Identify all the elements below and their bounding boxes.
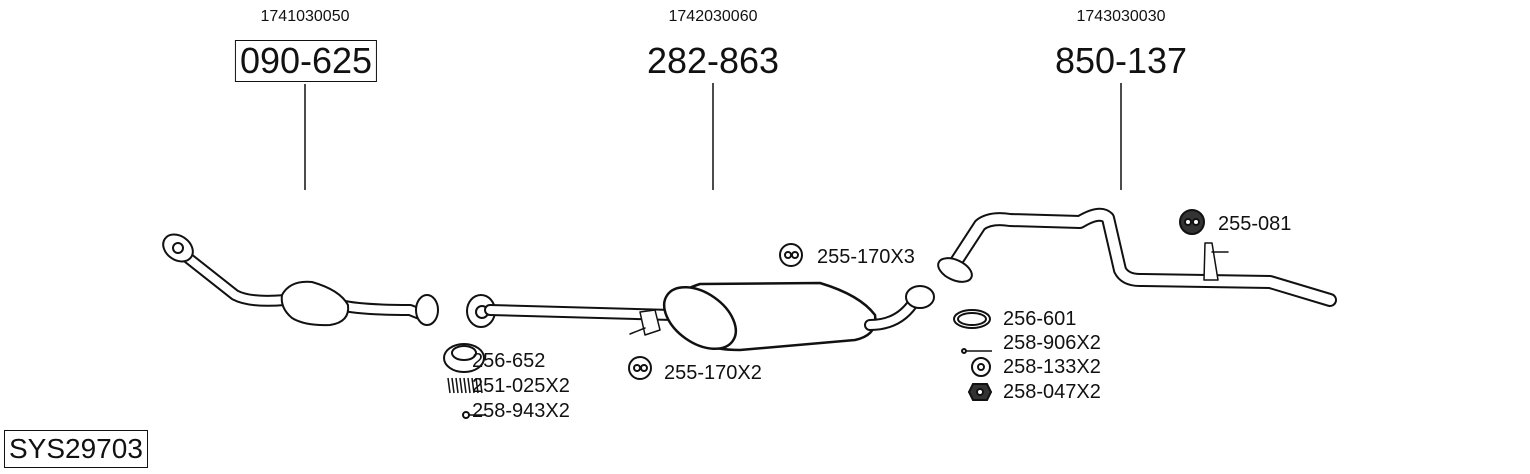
gasket-ring-icon [443,343,485,373]
part-number-3[interactable]: 850-137 [1054,40,1188,81]
accessory-label[interactable]: 258-047X2 [1003,381,1101,403]
accessory-label[interactable]: 256-652 [472,350,546,372]
system-code: SYS29703 [4,430,148,468]
accessory-label[interactable]: 256-601 [1003,308,1077,330]
long-bolt-icon [961,348,992,354]
tail-pipe [937,207,1337,307]
accessory-label[interactable]: 258-133X2 [1003,356,1101,378]
muffler-assembly [466,281,935,352]
gasket-oval-icon [953,309,991,329]
assembly-ref-2: 1742030060 [668,8,758,25]
washer-icon [971,357,991,377]
bolt-icon [462,411,486,419]
part-number-1[interactable]: 090-625 [234,40,378,82]
rubber-hanger-icon [628,356,652,380]
accessory-label[interactable]: 255-170X2 [664,362,762,384]
front-pipe-catalyst [162,233,439,327]
nut-icon [967,383,993,401]
spring-icon [447,377,483,394]
accessory-label[interactable]: 255-170X3 [817,246,915,268]
assembly-ref-3: 1743030030 [1076,8,1166,25]
part-number-2[interactable]: 282-863 [646,40,780,81]
accessory-label[interactable]: 258-906X2 [1003,332,1101,354]
accessory-label[interactable]: 251-025X2 [472,375,570,397]
assembly-ref-1: 1741030050 [260,8,350,25]
accessory-label[interactable]: 255-081 [1218,213,1292,235]
leader-lines [304,83,1122,190]
accessory-label[interactable]: 258-943X2 [472,400,570,422]
rubber-hanger-icon [779,243,803,267]
rubber-mount-icon [1179,209,1205,235]
